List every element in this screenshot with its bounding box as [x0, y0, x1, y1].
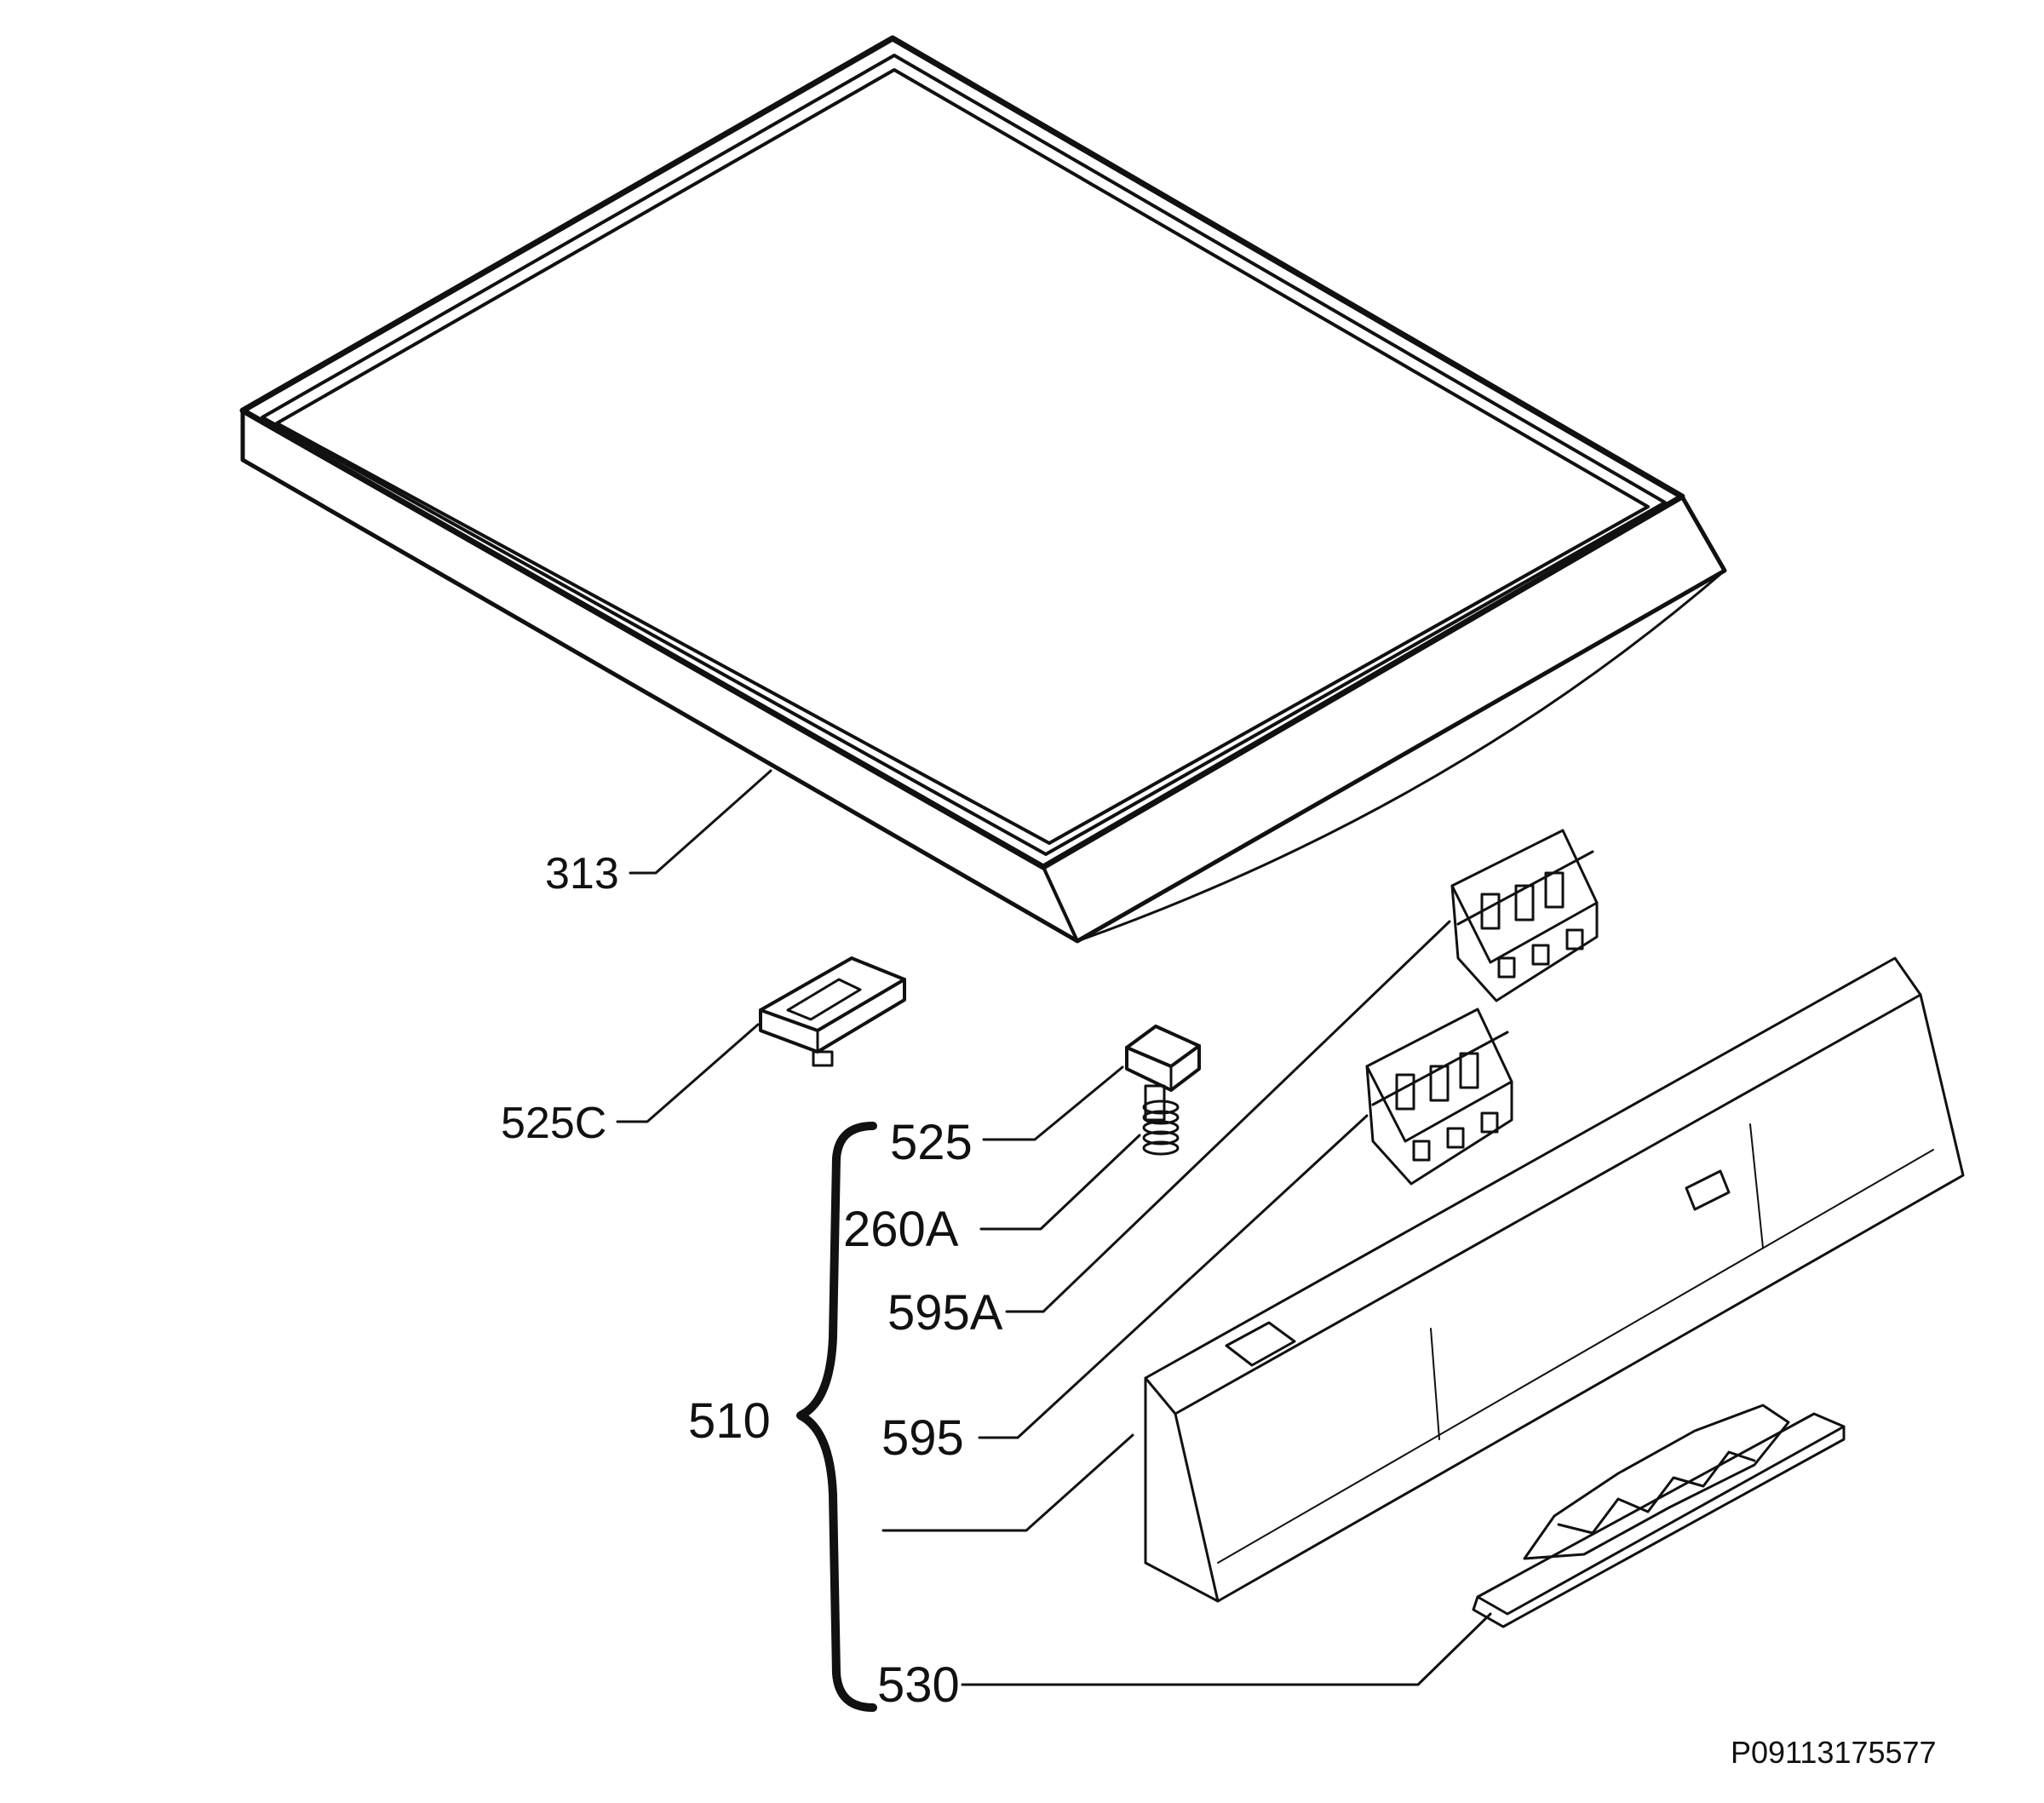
part-595A-switch-module [1450, 829, 1599, 1002]
label-525C: 525C [501, 1099, 607, 1148]
part-595-switch-module [1365, 1008, 1513, 1186]
part-525C-clip [759, 956, 906, 1067]
label-530: 530 [877, 1657, 960, 1713]
leader-510 [881, 1433, 1134, 1532]
leader-525 [982, 1065, 1124, 1141]
reference-code: P09113175577 [1731, 1735, 1937, 1770]
leader-530 [961, 1612, 1492, 1686]
label-525: 525 [890, 1115, 973, 1170]
label-510: 510 [688, 1393, 771, 1449]
part-510-control-panel [1144, 956, 1965, 1603]
label-313: 313 [545, 849, 619, 899]
leader-595 [978, 1114, 1369, 1439]
label-595A: 595A [887, 1285, 1003, 1341]
leader-lines [616, 769, 1492, 1686]
part-530-handle [1472, 1404, 1846, 1628]
part-260A-spring [1142, 1100, 1180, 1156]
leader-260A [979, 1134, 1141, 1231]
leader-525C [616, 1023, 760, 1123]
label-260A: 260A [843, 1202, 959, 1257]
part-525-button [1125, 1025, 1201, 1122]
part-313-top-cover [239, 35, 1727, 944]
leader-313 [629, 769, 772, 875]
group-brace-510 [796, 1122, 877, 1712]
leader-595A [1005, 920, 1451, 1313]
label-595: 595 [881, 1410, 964, 1466]
